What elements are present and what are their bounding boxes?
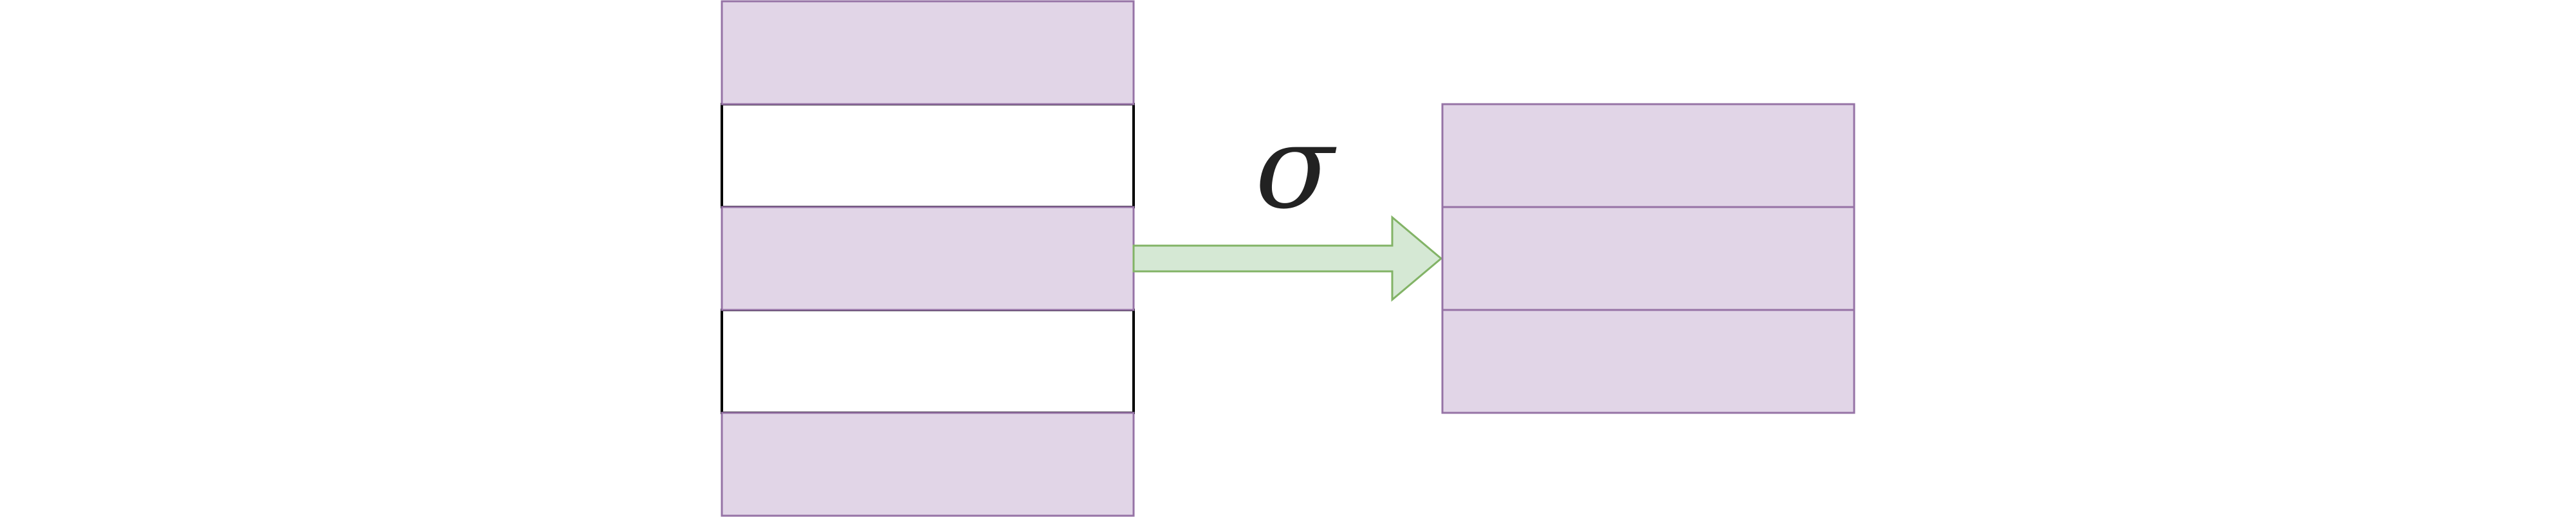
input-row-3 — [721, 206, 1135, 311]
input-row-4 — [721, 309, 1135, 414]
sigma-symbol: σ — [1255, 100, 1337, 235]
input-row-1 — [721, 0, 1135, 105]
output-row-3 — [1441, 309, 1855, 414]
selection-arrow — [1132, 215, 1443, 302]
input-row-2 — [721, 103, 1135, 208]
output-row-2 — [1441, 206, 1855, 311]
input-row-5 — [721, 412, 1135, 517]
input-table — [721, 0, 1135, 517]
output-row-1 — [1441, 103, 1855, 208]
output-table — [1441, 103, 1855, 414]
